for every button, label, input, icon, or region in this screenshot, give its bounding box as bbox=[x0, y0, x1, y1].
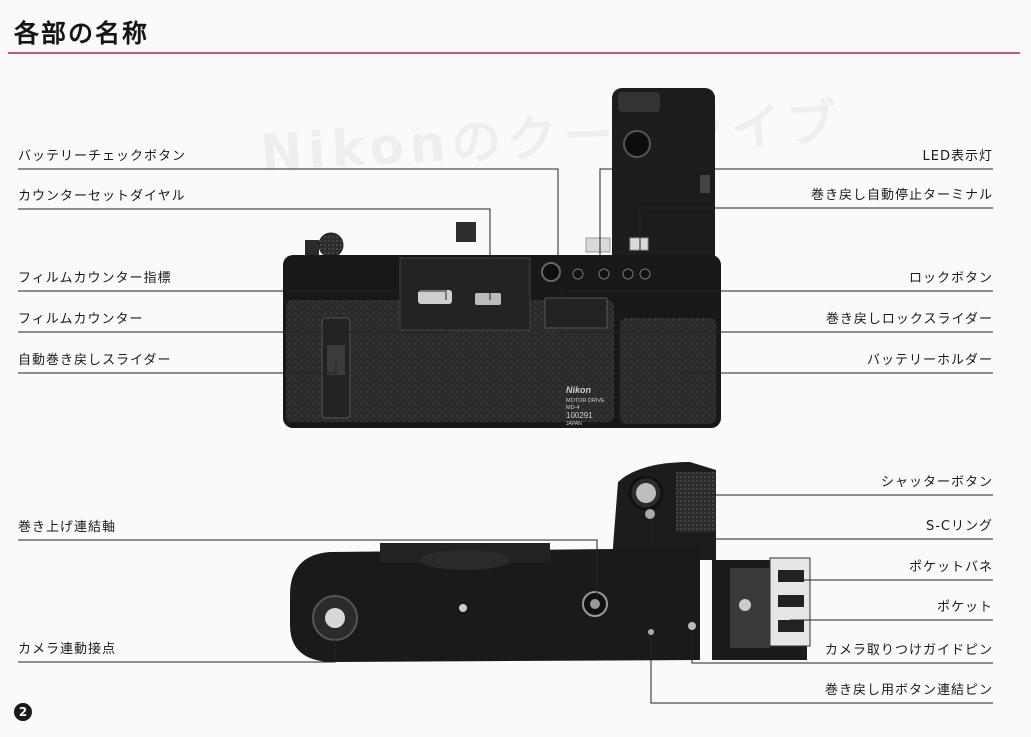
nameplate: Nikon MOTOR DRIVE MD-4 100291 JAPAN bbox=[566, 385, 605, 427]
label-rewind-lock-slider: 巻き戻しロックスライダー bbox=[825, 312, 993, 327]
rewind-button-pin bbox=[648, 629, 654, 635]
nameplate-model: MOTOR DRIVE bbox=[566, 398, 605, 404]
label-film-counter-index: フィルムカウンター指標 bbox=[18, 271, 172, 286]
battery-check-button bbox=[541, 262, 561, 282]
title-divider bbox=[8, 52, 1020, 54]
guide-pin bbox=[688, 622, 696, 630]
label-rewind-button-pin: 巻き戻し用ボタン連結ピン bbox=[824, 683, 993, 698]
label-film-counter: フィルムカウンター bbox=[18, 312, 144, 327]
label-camera-contact: カメラ連動接点 bbox=[18, 642, 117, 657]
winding-knob bbox=[318, 232, 344, 258]
grip-body bbox=[612, 88, 715, 270]
grip-shutter-release bbox=[623, 130, 651, 158]
motor-drive-front-view: Nikon MOTOR DRIVE MD-4 100291 JAPAN bbox=[283, 88, 721, 428]
nameplate-serial: 100291 bbox=[566, 411, 593, 420]
label-pocket-spring: ポケットバネ bbox=[908, 560, 993, 575]
film-counter-window bbox=[418, 290, 452, 304]
leader-lines bbox=[18, 168, 993, 704]
label-guide-pin: カメラ取りつけガイドピン bbox=[824, 643, 993, 658]
label-pocket: ポケット bbox=[936, 600, 993, 615]
led-indicator bbox=[598, 268, 610, 280]
motor-drive-bottom-view bbox=[290, 462, 811, 662]
label-battery-holder: バッテリーホルダー bbox=[866, 353, 993, 368]
rewind-lock-slider bbox=[544, 297, 608, 329]
label-lock-button: ロックボタン bbox=[908, 271, 993, 286]
label-s-c-ring: S-Cリング bbox=[925, 519, 993, 534]
nameplate-origin: JAPAN bbox=[566, 421, 582, 427]
nameplate-model-no: MD-4 bbox=[566, 405, 579, 411]
label-rewind-auto-stop-terminal: 巻き戻し自動停止ターミナル bbox=[810, 188, 993, 203]
page-number: 2 bbox=[14, 703, 32, 721]
leather-left bbox=[286, 300, 614, 422]
nameplate-brand: Nikon bbox=[566, 385, 592, 395]
label-shutter-button: シャッターボタン bbox=[880, 475, 993, 490]
s-c-ring bbox=[645, 509, 655, 519]
label-counter-set-dial: カウンターセットダイヤル bbox=[18, 189, 186, 204]
label-led-indicator: LED表示灯 bbox=[922, 149, 993, 164]
page-title: 各部の名称 bbox=[14, 19, 150, 48]
battery-holder-cover bbox=[620, 318, 716, 424]
label-auto-rewind-slider: 自動巻き戻しスライダー bbox=[18, 353, 172, 368]
counter-set-dial bbox=[475, 293, 501, 305]
label-winding-coupling-shaft: 巻き上げ連結軸 bbox=[18, 520, 117, 535]
label-battery-check-button: バッテリーチェックボタン bbox=[18, 149, 187, 164]
